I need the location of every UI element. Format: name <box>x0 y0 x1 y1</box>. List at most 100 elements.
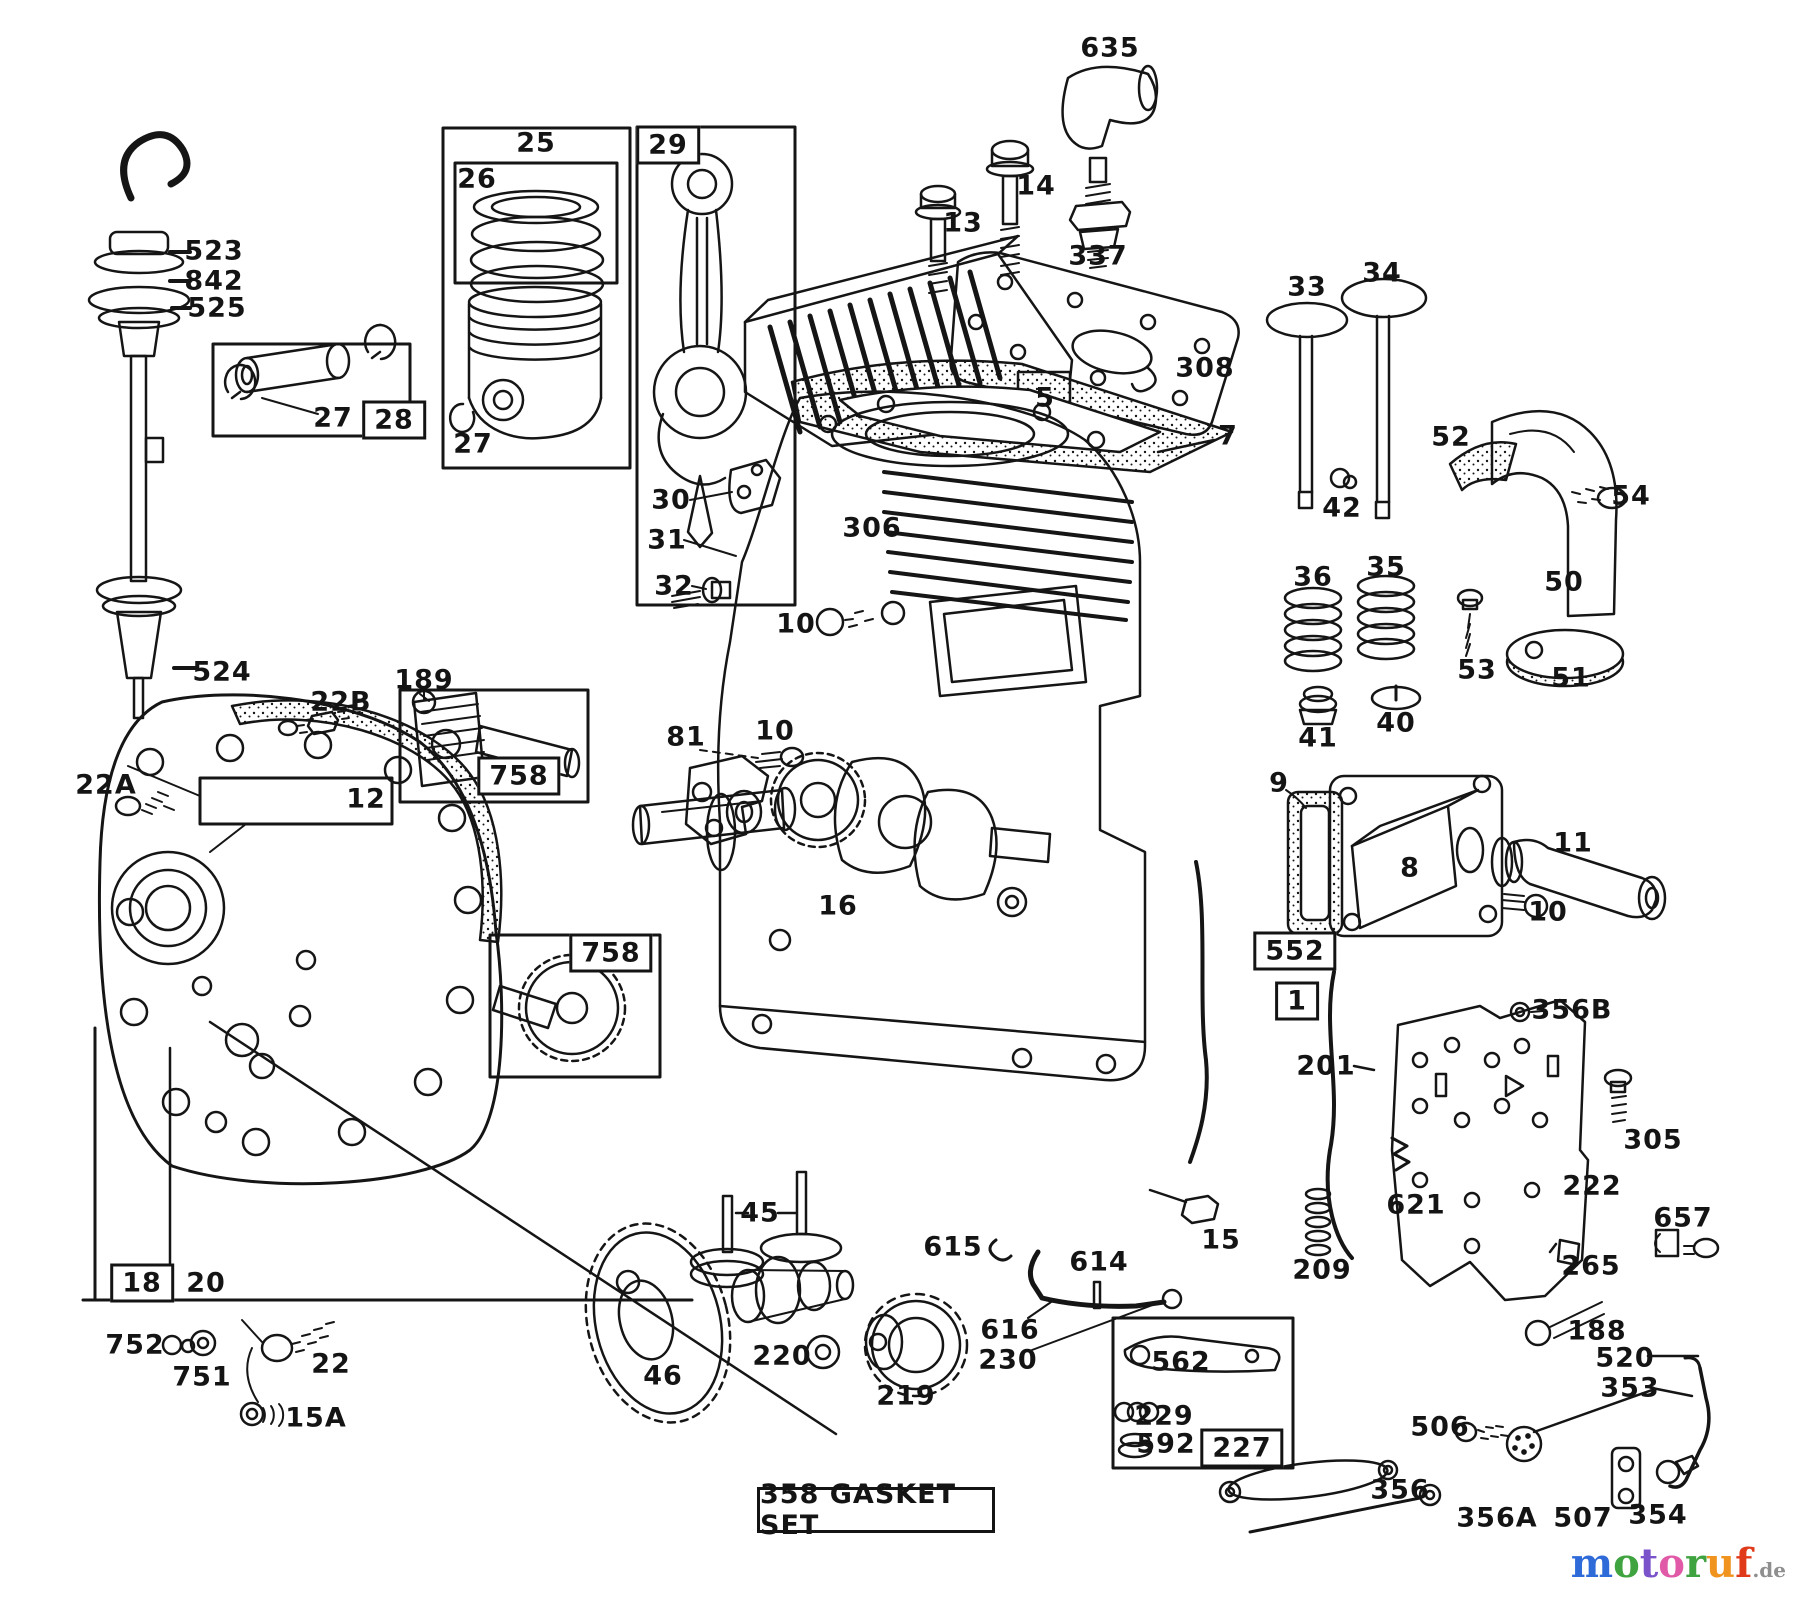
part-label-635: 635 <box>1080 32 1140 64</box>
part-label-751: 751 <box>172 1361 232 1393</box>
part-label-52: 52 <box>1431 421 1471 453</box>
part-label-10: 10 <box>1528 896 1568 928</box>
part-label-16: 16 <box>818 890 858 922</box>
part-label-227: 227 <box>1200 1428 1284 1468</box>
part-label-523: 523 <box>184 235 244 267</box>
part-label-308: 308 <box>1175 352 1235 384</box>
part-label-615: 615 <box>923 1231 983 1263</box>
part-label-36: 36 <box>1293 561 1333 593</box>
part-label-27: 27 <box>453 428 493 460</box>
part-label-81: 81 <box>666 721 706 753</box>
watermark-letter: r <box>1684 1540 1707 1587</box>
part-label-265: 265 <box>1561 1250 1621 1282</box>
part-label-15: 15 <box>1201 1224 1241 1256</box>
part-label-53: 53 <box>1457 654 1497 686</box>
part-label-356A: 356A <box>1456 1502 1538 1534</box>
part-label-22: 22 <box>311 1348 351 1380</box>
bottom-right-linkage <box>1218 1354 1711 1534</box>
part-label-28: 28 <box>362 400 426 440</box>
part-label-5: 5 <box>1035 382 1055 414</box>
part-label-592: 592 <box>1136 1428 1196 1460</box>
valves-and-springs <box>1265 277 1428 726</box>
part-label-51: 51 <box>1551 662 1591 694</box>
part-label-15A: 15A <box>285 1402 347 1434</box>
watermark-letter: f <box>1735 1540 1753 1587</box>
crankshaft <box>631 751 1052 901</box>
part-label-758: 758 <box>569 933 653 973</box>
gear-inset-758-b <box>488 933 662 1079</box>
part-label-525: 525 <box>187 292 247 324</box>
part-label-27: 27 <box>313 402 353 434</box>
gasket-set-box: 358 GASKET SET <box>757 1479 995 1541</box>
part-label-10: 10 <box>755 715 795 747</box>
part-label-40: 40 <box>1376 707 1416 739</box>
bolt-10-top <box>815 600 906 637</box>
part-label-14: 14 <box>1016 170 1056 202</box>
part-label-45: 45 <box>740 1197 780 1229</box>
part-label-30: 30 <box>651 484 691 516</box>
part-label-219: 219 <box>876 1380 936 1412</box>
part-label-9: 9 <box>1269 767 1289 799</box>
cam-bearing-plate-81 <box>684 746 805 846</box>
part-label-33: 33 <box>1287 271 1327 303</box>
part-label-562: 562 <box>1151 1346 1211 1378</box>
part-label-35: 35 <box>1366 551 1406 583</box>
governor-crank <box>988 1238 1183 1351</box>
part-label-7: 7 <box>1218 420 1238 452</box>
watermark-letter: t <box>1639 1540 1659 1587</box>
part-label-506: 506 <box>1410 1411 1470 1443</box>
part-label-337: 337 <box>1068 240 1128 272</box>
part-label-22A: 22A <box>75 769 137 801</box>
control-lever-inset <box>1111 1316 1295 1470</box>
part-label-26: 26 <box>457 163 497 195</box>
part-label-10: 10 <box>776 608 816 640</box>
part-label-46: 46 <box>643 1360 683 1392</box>
camshaft-assembly <box>584 1170 969 1424</box>
part-label-520: 520 <box>1595 1342 1655 1374</box>
part-label-356B: 356B <box>1531 994 1613 1026</box>
part-label-524: 524 <box>192 656 252 688</box>
bottom-left-hardware <box>161 1319 335 1427</box>
part-label-188: 188 <box>1567 1315 1627 1347</box>
watermark-letter: u <box>1706 1540 1736 1587</box>
part-label-353: 353 <box>1600 1372 1660 1404</box>
part-label-758: 758 <box>477 756 561 796</box>
spark-plug-boot <box>1061 64 1159 269</box>
part-label-616: 616 <box>980 1314 1040 1346</box>
part-label-12: 12 <box>346 783 386 815</box>
part-label-230: 230 <box>978 1344 1038 1376</box>
watermark-letter: o <box>1613 1540 1640 1587</box>
part-label-752: 752 <box>105 1329 165 1361</box>
part-label-306: 306 <box>842 512 902 544</box>
part-label-614: 614 <box>1069 1246 1129 1278</box>
part-label-54: 54 <box>1611 480 1651 512</box>
part-label-552: 552 <box>1253 931 1337 971</box>
governor-bracket <box>1148 860 1720 1347</box>
part-label-842: 842 <box>184 265 244 297</box>
exhaust-elbow <box>1448 409 1628 688</box>
dipstick-assembly <box>87 131 198 720</box>
part-label-354: 354 <box>1628 1499 1688 1531</box>
part-label-189: 189 <box>394 664 454 696</box>
part-label-507: 507 <box>1553 1502 1613 1534</box>
part-label-11: 11 <box>1553 827 1593 859</box>
part-label-20: 20 <box>186 1267 226 1299</box>
cylinder-block <box>705 390 1147 1082</box>
part-label-50: 50 <box>1544 566 1584 598</box>
part-label-220: 220 <box>752 1340 812 1372</box>
part-label-34: 34 <box>1362 257 1402 289</box>
part-label-22B: 22B <box>310 686 372 718</box>
head-bolt-13 <box>914 184 962 294</box>
part-label-657: 657 <box>1653 1202 1713 1234</box>
part-label-25: 25 <box>516 127 556 159</box>
watermark-letter: o <box>1658 1540 1685 1587</box>
part-label-18: 18 <box>110 1263 174 1303</box>
part-label-305: 305 <box>1623 1124 1683 1156</box>
watermark-letter: m <box>1570 1540 1614 1587</box>
part-label-32: 32 <box>654 570 694 602</box>
small-hardware-left <box>114 689 437 817</box>
